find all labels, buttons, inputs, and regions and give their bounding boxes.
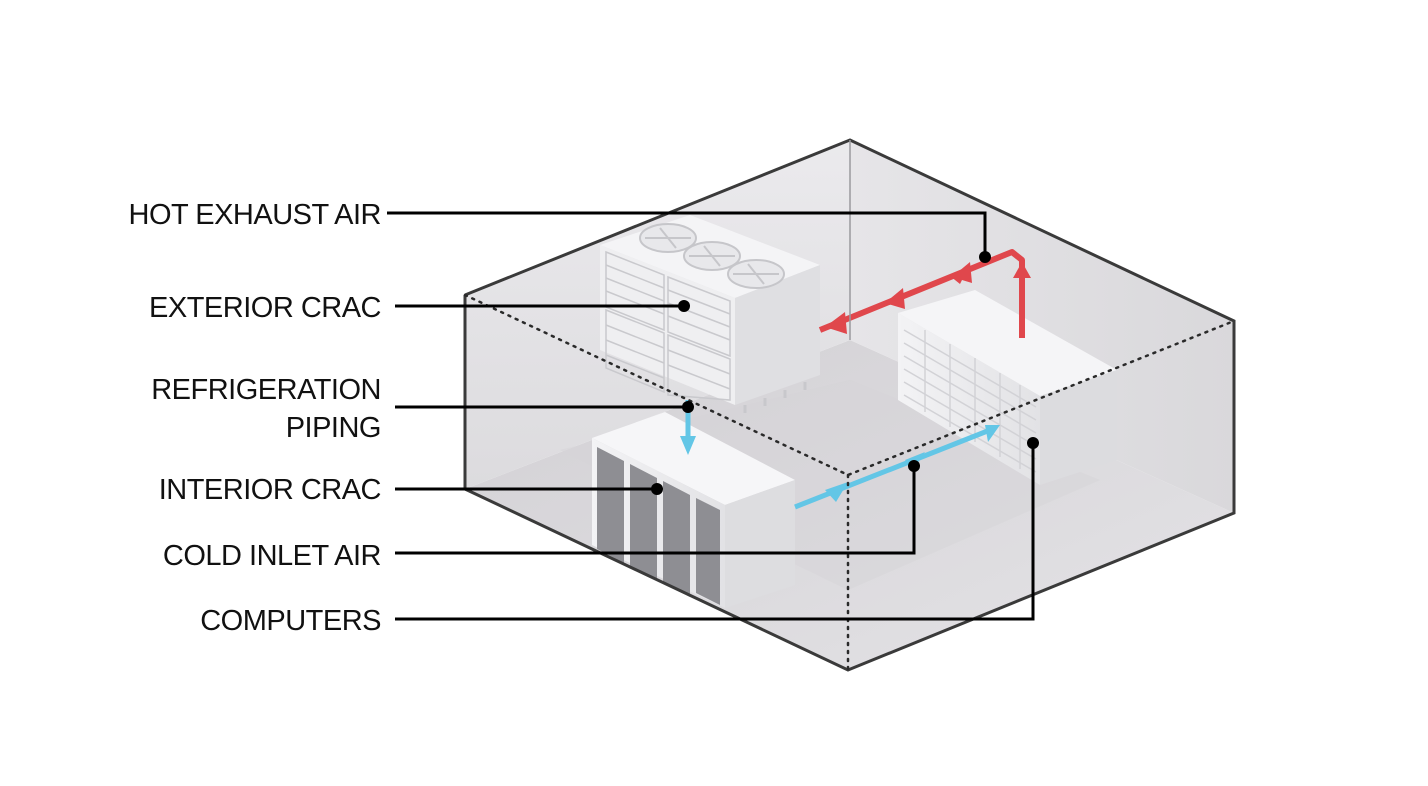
leader-dot-refrigeration-piping <box>682 401 694 413</box>
fan-icon <box>727 259 785 289</box>
hot-exhaust-air-arrow <box>818 249 1031 338</box>
fan-icon <box>683 241 741 271</box>
label-interior-crac: INTERIOR CRAC <box>159 474 381 506</box>
leader-dot-computers <box>1027 437 1039 449</box>
label-exterior-crac: EXTERIOR CRAC <box>149 292 381 324</box>
computers-unit <box>898 290 1117 485</box>
room-back-right-wall <box>850 140 1234 513</box>
exterior-crac-unit <box>600 215 820 413</box>
leader-dot-interior-crac <box>651 483 663 495</box>
leader-dot-exterior-crac <box>678 300 690 312</box>
interior-crac-unit <box>592 412 795 608</box>
label-refrigeration-piping-line1: REFRIGERATION <box>151 374 381 406</box>
label-cold-inlet-air: COLD INLET AIR <box>163 540 381 572</box>
leader-dot-cold-inlet-air <box>908 460 920 472</box>
exterior-crac-feet <box>743 382 807 413</box>
leader-hot-exhaust-air <box>387 211 987 257</box>
computers-vents <box>903 329 1037 473</box>
leader-dot-hot-exhaust-air <box>979 251 991 263</box>
interior-crac-vents <box>597 447 720 605</box>
leader-cold-inlet-air <box>395 466 916 555</box>
leader-lines <box>387 211 1039 621</box>
label-refrigeration-piping-line2: PIPING <box>286 412 381 444</box>
label-computers: COMPUTERS <box>200 605 381 637</box>
leader-computers <box>395 443 1035 621</box>
fan-icon <box>639 223 697 253</box>
label-hot-exhaust-air: HOT EXHAUST AIR <box>129 199 382 231</box>
labels: HOT EXHAUST AIR EXTERIOR CRAC REFRIGERAT… <box>129 199 382 637</box>
